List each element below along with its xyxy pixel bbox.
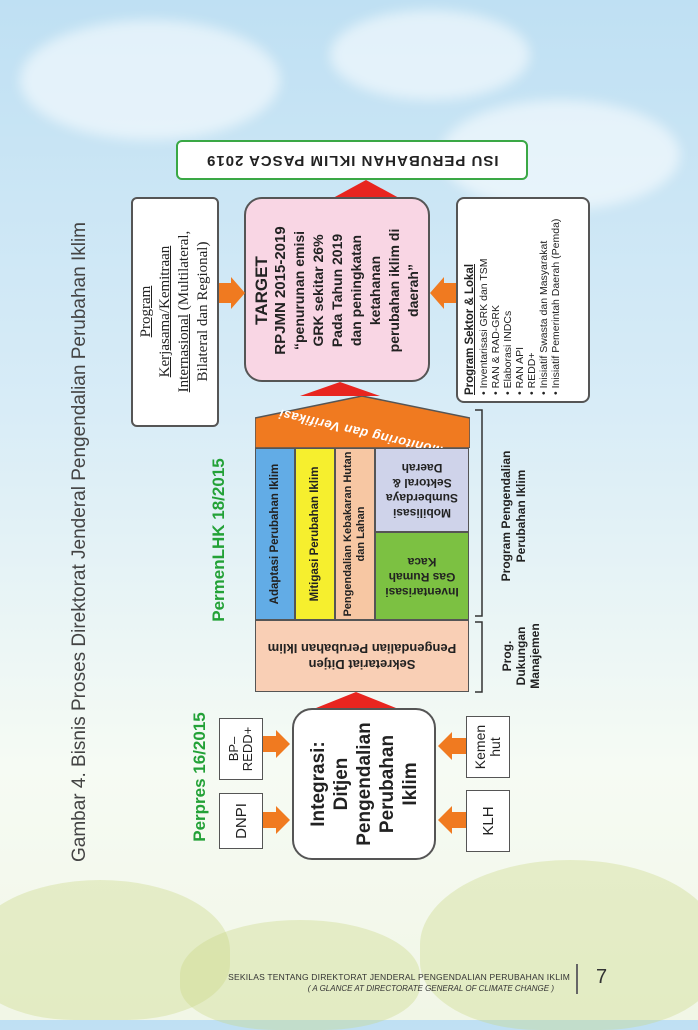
mobilisasi-label-wrap: Mobilisasi Sumberdaya Sektoral & Daerah: [380, 453, 464, 527]
tree-decoration: [420, 860, 698, 1030]
cloud-decoration: [330, 10, 530, 100]
monitoring-roof: [255, 396, 470, 448]
target-line: daerah”: [405, 264, 421, 317]
orange-arrow-right-icon: [276, 806, 290, 834]
target-text: TARGET RPJMN 2015-2019 “penurunan emisi …: [250, 203, 425, 378]
sektor-item: • Elaborasi INDCs: [502, 310, 514, 395]
footer-title: SEKILAS TENTANG DIREKTORAT JENDERAL PENG…: [228, 972, 570, 982]
mobilisasi-box: [375, 448, 469, 532]
target-line: RPJMN 2015-2019: [272, 226, 289, 355]
orange-arrow-shaft: [442, 283, 456, 303]
integrasi-line: Ditjen: [330, 757, 352, 811]
sektor-item: • Inisiatif Pemerintah Daerah (Pemda): [550, 218, 562, 395]
sektor-lokal-content: Program Sektor & Lokal • Inventarisasi G…: [460, 201, 588, 399]
target-line: dan peningkatan: [348, 234, 364, 347]
inventarisasi-label: Inventarisasi Gas Rumah Kaca: [385, 554, 459, 599]
integrasi-text: Integrasi: Ditjen Pengendalian Perubahan…: [296, 712, 432, 856]
inventarisasi-label-wrap: Inventarisasi Gas Rumah Kaca: [380, 537, 464, 615]
target-box: [244, 197, 430, 382]
page-number: 7: [596, 966, 608, 988]
figure-caption: Gambar 4. Bisnis Proses Direktorat Jende…: [69, 222, 90, 862]
kemenhut-label: Kemen hut: [472, 724, 503, 770]
bp-redd-label: BP–REDD+: [226, 726, 255, 772]
red-arrow-up-icon: [316, 692, 396, 708]
orange-arrow-shaft: [263, 736, 277, 752]
orange-arrow-left-icon: [438, 806, 452, 834]
kerjasama-line: Internasional: [176, 314, 192, 393]
dnpi-label: DNPI: [232, 803, 250, 839]
kerjasama-box: [131, 197, 219, 427]
sektor-item: • RAN & RAD-GRK: [490, 304, 502, 395]
sektor-item: • REDD+: [526, 352, 538, 395]
orange-arrow-right-icon: [231, 277, 245, 309]
sektor-item: • RAN API: [514, 346, 526, 395]
integrasi-line: Iklim: [399, 762, 421, 806]
target-line: ketahanan: [367, 255, 383, 326]
permen-label: PermenLHK 18/2015: [209, 458, 228, 622]
kerjasama-text: Program Kerjasama/Kemitraan Internasiona…: [134, 199, 216, 424]
target-line: Pada Tahun 2019: [329, 233, 345, 348]
klh-box: [466, 790, 510, 852]
sektor-item: • Inventarisasi GRK dan TSM: [478, 258, 490, 395]
isu-text: ISU PERUBAHAN IKLIM PASCA 2019: [205, 151, 499, 169]
target-line: “penurunan emisi: [291, 230, 307, 351]
integrasi-line: Perubahan: [376, 734, 398, 834]
target-title: TARGET: [252, 256, 271, 325]
kerjasama-line: (Multilateral,: [176, 230, 192, 314]
orange-arrow-shaft: [452, 738, 466, 754]
tree-decoration: [180, 920, 420, 1030]
bp-redd-box: [219, 718, 263, 780]
footer-subtitle: ( A GLANCE AT DIRECTORATE GENERAL OF CLI…: [307, 984, 554, 993]
sekretariat-label-wrap: Sekretariat Ditjen Pengendalian Perubaha…: [260, 624, 464, 688]
inventarisasi-box: [375, 532, 469, 620]
orange-arrow-shaft: [219, 283, 233, 303]
isu-box: ISU PERUBAHAN IKLIM PASCA 2019: [176, 140, 528, 180]
kerjasama-line: Program: [138, 285, 154, 338]
prog-dukungan-label: Prog. Dukungan Manajemen: [500, 623, 542, 689]
pillar-adaptasi: [255, 448, 295, 620]
dnpi-box: [219, 793, 263, 849]
sektor-heading: Program Sektor & Lokal: [464, 263, 476, 395]
kerjasama-line: Kerjasama/Kemitraan: [157, 245, 173, 378]
target-line: perubahan iklim di: [386, 228, 402, 353]
integrasi-line: Integrasi:: [307, 741, 329, 827]
pillar-adaptasi-label: Adaptasi Perubahan Iklim: [269, 463, 281, 605]
sekretariat-label: Sekretariat Ditjen Pengendalian Perubaha…: [267, 641, 457, 672]
kerjasama-line: Bilateral dan Regional): [195, 241, 211, 382]
integrasi-box: [292, 708, 436, 860]
orange-arrow-shaft: [452, 812, 466, 828]
orange-arrow-left-icon: [438, 732, 452, 760]
target-line: GRK sekitar 26%: [310, 234, 326, 347]
tree-decoration: [0, 880, 230, 1020]
klh-label: KLH: [479, 806, 497, 836]
mobilisasi-label: Mobilisasi Sumberdaya Sektoral & Daerah: [385, 461, 459, 520]
red-arrow-up-icon: [300, 382, 380, 396]
orange-arrow-left-icon: [430, 277, 444, 309]
bracket-lines: [475, 409, 483, 693]
pillar-mitigasi-label: Mitigasi Perubahan Iklim: [309, 466, 321, 602]
prog-pengendalian-label: Program Pengendalian Perubahan Iklim: [499, 450, 528, 582]
pillar-kebakaran: [335, 448, 375, 620]
orange-arrow-right-icon: [276, 730, 290, 758]
sektor-lokal-box: [456, 197, 590, 403]
pillar-mitigasi: [295, 448, 335, 620]
cloud-decoration: [20, 20, 280, 140]
perpres-label: Perpres 16/2015: [190, 712, 209, 842]
kemenhut-box: [466, 716, 510, 778]
orange-arrow-shaft: [263, 812, 277, 828]
sekretariat-box: [255, 620, 469, 692]
pillar-kebakaran-label: Pengendalian Kebakaran Hutan dan Lahan: [342, 451, 367, 617]
footer-divider: [576, 964, 578, 994]
sektor-item: • Inisiatif Swasta dan Masyarakat: [538, 240, 550, 395]
integrasi-line: Pengendalian: [353, 722, 375, 846]
